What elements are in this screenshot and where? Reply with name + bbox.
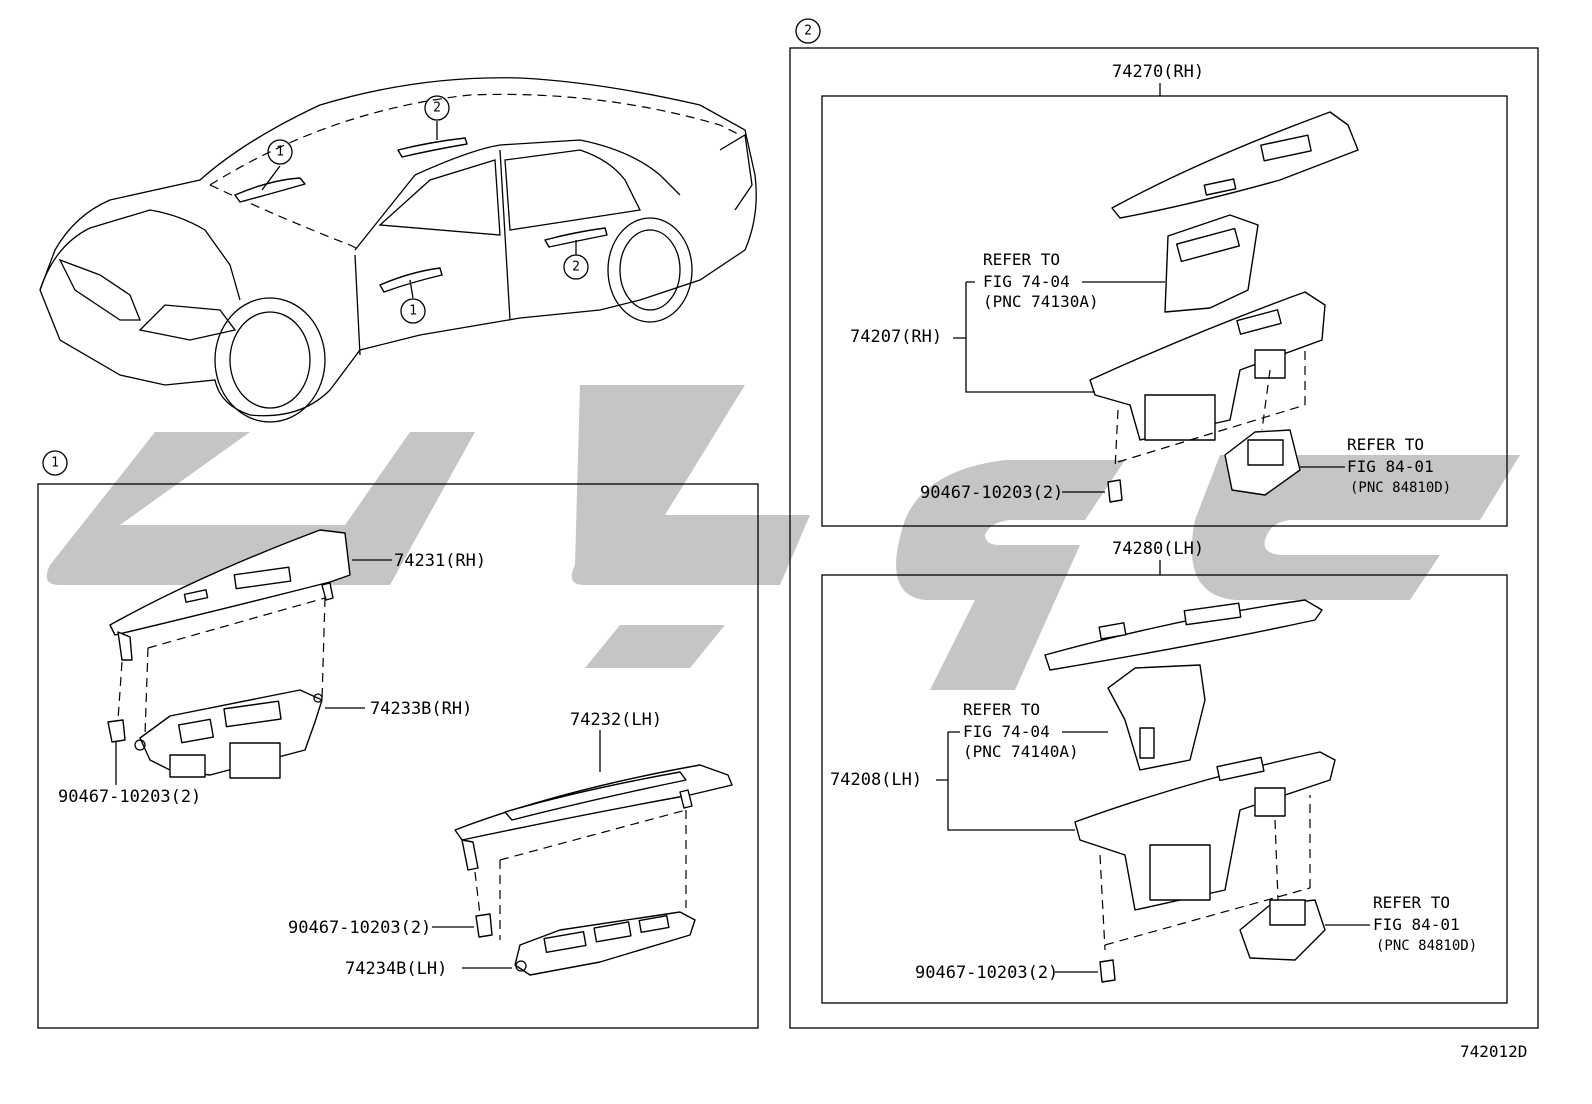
- label-clip-rh-90467: 90467-10203(2): [920, 483, 1063, 503]
- lh-assembly-box: [821, 574, 1508, 1004]
- label-74280-lh: 74280(LH): [1112, 539, 1204, 559]
- callout-2-rear-door: [563, 254, 589, 280]
- rh-ref-bottom-line1: REFER TO: [1347, 435, 1424, 454]
- part-lh-connector: [1239, 899, 1326, 961]
- label-74233b-rh: 74233B(RH): [370, 699, 472, 719]
- part-lh-top-bezel: [1044, 599, 1323, 671]
- lh-ref-top-line1: REFER TO: [963, 700, 1040, 719]
- rh-ref-bottom-line3: (PNC 84810D): [1350, 480, 1451, 496]
- label-clip-90467-b: 90467-10203(2): [288, 918, 431, 938]
- lh-ref-top-line3: (PNC 74140A): [963, 742, 1079, 761]
- rh-ref-top-line2: FIG 74-04: [983, 272, 1070, 291]
- rh-ref-top-line3: (PNC 74130A): [983, 292, 1099, 311]
- label-74207-rh: 74207(RH): [850, 327, 942, 347]
- callout-1-windshield: [267, 139, 293, 165]
- clip-90467-a: [107, 719, 126, 743]
- part-74207-panel: [1089, 291, 1326, 441]
- watermark-logo: [46, 385, 1520, 690]
- group-2-index: 2: [804, 24, 812, 39]
- label-74232-lh: 74232(LH): [570, 710, 662, 730]
- group-1-marker: [42, 450, 68, 476]
- part-74234b-switch: [514, 911, 696, 976]
- part-74231-bezel: [109, 529, 351, 661]
- lh-ref-bottom-line3: (PNC 84810D): [1376, 938, 1477, 954]
- part-rh-top-bezel: [1111, 111, 1359, 219]
- group-1-box: [37, 483, 759, 1029]
- part-rh-switch-unit: [1164, 214, 1259, 313]
- rh-ref-bottom-line2: FIG 84-01: [1347, 457, 1434, 476]
- label-74234b-lh: 74234B(LH): [345, 959, 447, 979]
- rh-assembly-box: [821, 95, 1508, 527]
- label-clip-lh-90467: 90467-10203(2): [915, 963, 1058, 983]
- callout-1-front-door: [400, 298, 426, 324]
- group-1-index: 1: [51, 456, 59, 471]
- lh-ref-top-line2: FIG 74-04: [963, 722, 1050, 741]
- lh-ref-bottom-line2: FIG 84-01: [1373, 915, 1460, 934]
- group-2-marker: [795, 18, 821, 44]
- part-lh-switch-unit: [1107, 664, 1206, 771]
- diagram-id: 742012D: [1460, 1042, 1527, 1061]
- label-74231-rh: 74231(RH): [394, 551, 486, 571]
- part-74233b-switch: [134, 689, 323, 779]
- callout-label: 2: [433, 101, 441, 116]
- label-clip-90467-a: 90467-10203(2): [58, 787, 201, 807]
- clip-rh-90467: [1107, 479, 1123, 503]
- clip-lh-90467: [1099, 959, 1116, 983]
- callout-label: 1: [276, 145, 284, 160]
- rh-ref-top-line1: REFER TO: [983, 250, 1060, 269]
- callout-label: 2: [572, 260, 580, 275]
- lh-ref-bottom-line1: REFER TO: [1373, 893, 1450, 912]
- car-overview-illustration: 1 2 1 2: [39, 77, 757, 423]
- part-74208-panel: [1074, 751, 1336, 911]
- callout-2-roof: [424, 95, 450, 121]
- part-74232-bezel: [454, 764, 733, 871]
- label-74208-lh: 74208(LH): [830, 770, 922, 790]
- clip-90467-b: [475, 913, 493, 938]
- label-74270-rh: 74270(RH): [1112, 62, 1204, 82]
- callout-label: 1: [409, 304, 417, 319]
- part-rh-connector: [1224, 429, 1301, 496]
- group-2-box: [789, 47, 1539, 1029]
